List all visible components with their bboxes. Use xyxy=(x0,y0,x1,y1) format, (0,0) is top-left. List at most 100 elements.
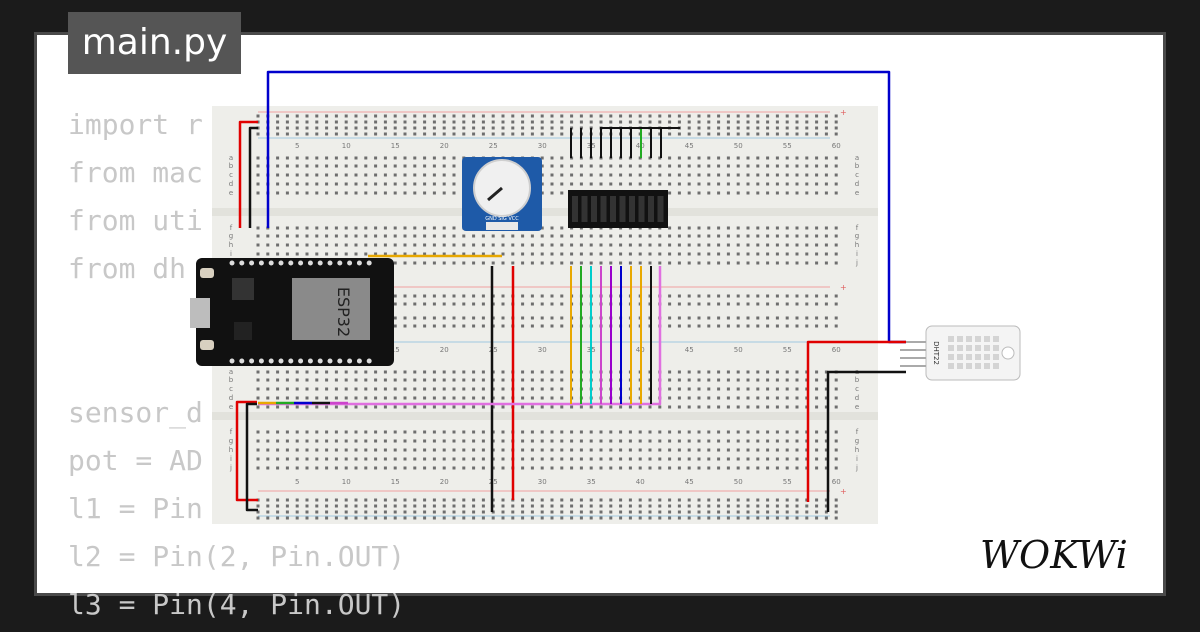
led-segment xyxy=(619,196,626,222)
column-number: 30 xyxy=(538,346,547,354)
row-letter: j xyxy=(229,464,232,472)
row-letter: j xyxy=(855,259,858,267)
rail-plus-label: + xyxy=(840,108,847,117)
column-number: 5 xyxy=(295,142,299,150)
row-letter: f xyxy=(856,224,859,232)
potentiometer-pins-label: GND SIG VCC xyxy=(485,216,519,222)
row-letter: i xyxy=(856,250,858,258)
column-number: 50 xyxy=(734,142,743,150)
row-letter: f xyxy=(230,224,233,232)
led-segment xyxy=(629,196,635,222)
dht22-sensor[interactable]: DHT22 xyxy=(900,325,1021,381)
led-segment xyxy=(581,196,588,222)
wokwi-logo-text: WOKWi xyxy=(980,533,1128,577)
row-letter: a xyxy=(229,154,233,162)
led-segment xyxy=(648,196,654,222)
column-number: 50 xyxy=(734,346,743,354)
file-tab[interactable]: main.py xyxy=(68,12,241,74)
column-number: 15 xyxy=(391,142,400,150)
code-line: from mac xyxy=(68,156,203,189)
row-letter: i xyxy=(230,455,232,463)
column-number: 45 xyxy=(685,142,694,150)
row-letter: g xyxy=(855,232,859,240)
row-letter: g xyxy=(229,232,233,240)
column-number: 50 xyxy=(734,478,743,486)
esp32-label: ESP32 xyxy=(334,287,353,337)
column-number: 5 xyxy=(295,478,299,486)
row-letter: b xyxy=(855,162,860,170)
column-number: 55 xyxy=(783,346,792,354)
wires[interactable] xyxy=(235,70,906,512)
row-letter: f xyxy=(856,428,859,436)
code-line: from uti xyxy=(68,204,203,237)
code-line: from dh xyxy=(68,252,187,285)
row-letter: h xyxy=(855,241,859,249)
column-number: 55 xyxy=(783,142,792,150)
led-segment xyxy=(657,196,664,222)
row-letter: e xyxy=(229,189,233,197)
column-number: 25 xyxy=(489,142,498,150)
row-letter: i xyxy=(230,250,232,258)
column-number: 60 xyxy=(832,346,841,354)
row-letter: j xyxy=(855,464,858,472)
row-letter: d xyxy=(229,394,233,402)
wire-pink-bus xyxy=(258,266,662,406)
row-letter: d xyxy=(855,180,859,188)
row-letter: c xyxy=(229,171,233,179)
column-number: 40 xyxy=(636,478,645,486)
column-number: 30 xyxy=(538,142,547,150)
column-number: 20 xyxy=(440,142,449,150)
column-number: 30 xyxy=(538,478,547,486)
column-number: 10 xyxy=(342,142,351,150)
row-letter: c xyxy=(855,171,859,179)
row-letter: e xyxy=(855,403,859,411)
row-letter: c xyxy=(855,385,859,393)
led-segment xyxy=(638,196,645,222)
wire-black-dht xyxy=(826,370,906,512)
row-letter: d xyxy=(855,394,859,402)
column-number: 15 xyxy=(391,346,400,354)
row-letter: b xyxy=(229,162,234,170)
rail-plus-label: + xyxy=(840,283,847,292)
wire-red-top xyxy=(238,120,258,228)
wire-black-bottom xyxy=(245,402,258,512)
rail-plus-label: + xyxy=(840,487,847,496)
column-number: 60 xyxy=(832,478,841,486)
wire-red-dht xyxy=(806,340,906,502)
column-number: 45 xyxy=(685,478,694,486)
column-number: 60 xyxy=(832,142,841,150)
column-number: 10 xyxy=(342,478,351,486)
code-line: import r xyxy=(68,108,203,141)
code-line: l1 = Pin xyxy=(68,492,203,525)
code-line: sensor_d xyxy=(68,396,203,429)
code-line: l3 = Pin(4, Pin.OUT) xyxy=(68,588,406,621)
row-letter: d xyxy=(229,180,233,188)
column-number: 35 xyxy=(587,478,596,486)
led-segment xyxy=(591,196,597,222)
row-letter: a xyxy=(229,368,233,376)
row-letter: g xyxy=(855,437,859,445)
led-segment xyxy=(610,196,616,222)
esp32-board[interactable]: ESP32 xyxy=(190,258,394,366)
row-letter: i xyxy=(856,455,858,463)
code-line: pot = AD xyxy=(68,444,203,477)
row-letter: e xyxy=(229,403,233,411)
row-letter: e xyxy=(855,189,859,197)
wokwi-logo: WOKWi xyxy=(980,533,1128,577)
row-letter: h xyxy=(855,446,859,454)
row-letter: b xyxy=(855,376,860,384)
column-number: 15 xyxy=(391,478,400,486)
column-number: 55 xyxy=(783,478,792,486)
column-number: 20 xyxy=(440,478,449,486)
led-bar-graph[interactable] xyxy=(568,190,668,228)
dht22-label: DHT22 xyxy=(932,341,940,365)
code-line: l2 = Pin(2, Pin.OUT) xyxy=(68,540,406,573)
column-number: 45 xyxy=(685,346,694,354)
row-letter: b xyxy=(229,376,234,384)
row-letter: a xyxy=(855,154,859,162)
led-segment xyxy=(600,196,607,222)
potentiometer[interactable]: GND SIG VCC xyxy=(462,157,542,231)
row-letter: g xyxy=(229,437,233,445)
